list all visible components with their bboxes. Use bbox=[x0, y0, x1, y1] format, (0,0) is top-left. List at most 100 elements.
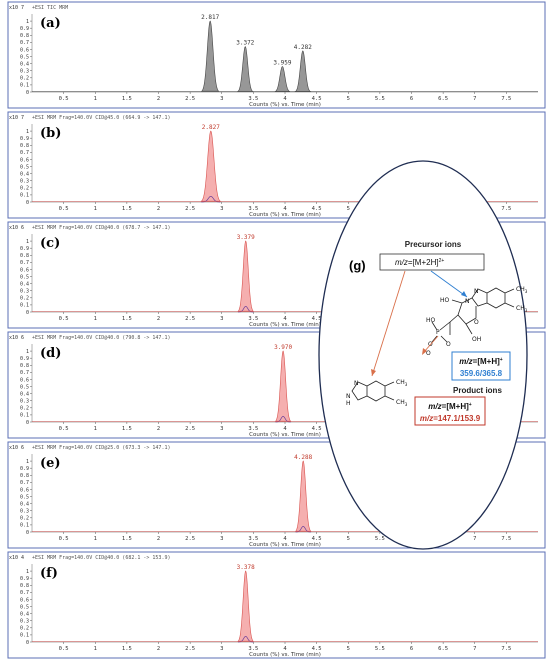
x-tick-label: 6.5 bbox=[438, 646, 448, 652]
prod-ch3-b: CH3 bbox=[396, 399, 408, 407]
peak bbox=[200, 130, 222, 202]
phosphate-bonds bbox=[431, 321, 451, 343]
x-tick-label: 5 bbox=[347, 536, 350, 542]
peak-label: 3.959 bbox=[273, 59, 291, 66]
x-tick-label: 3 bbox=[220, 206, 223, 212]
y-tick-label: 0.7 bbox=[20, 480, 29, 486]
y-exponent: x10 6 bbox=[9, 225, 24, 231]
y-tick-label: 1 bbox=[26, 349, 29, 355]
panel-header: +ESI MRM Frag=140.0V CID@40.0 (678.7 -> … bbox=[32, 225, 170, 231]
x-tick-label: 1.5 bbox=[122, 536, 132, 542]
orange-arrow-b bbox=[423, 335, 439, 353]
x-tick-label: 1 bbox=[94, 426, 97, 432]
y-tick-label: 0.9 bbox=[20, 26, 29, 32]
panel-label: (c) bbox=[40, 236, 60, 251]
y-tick-label: 0.9 bbox=[20, 576, 29, 582]
mol-ho-a: HO bbox=[440, 297, 450, 304]
y-tick-label: 0.3 bbox=[20, 289, 29, 295]
y-exponent: x10 6 bbox=[9, 445, 24, 451]
x-tick-label: 4.5 bbox=[312, 536, 322, 542]
mol-o-b: O bbox=[446, 341, 451, 348]
x-tick-label: 4 bbox=[283, 206, 287, 212]
y-tick-label: 0.4 bbox=[20, 171, 29, 177]
panel-header: +ESI MRM Frag=140.0V CID@40.0 (790.8 -> … bbox=[32, 335, 170, 341]
panel-header: +ESI MRM Frag=140.0V CID@40.0 (682.1 -> … bbox=[32, 555, 170, 561]
x-tick-label: 1 bbox=[94, 646, 97, 652]
y-tick-label: 0.1 bbox=[20, 83, 29, 89]
y-tick-label: 0.9 bbox=[20, 246, 29, 252]
x-tick-label: 4 bbox=[283, 96, 287, 102]
x-axis-title: Counts (%) vs. Time (min) bbox=[249, 322, 321, 328]
y-tick-label: 0 bbox=[26, 420, 29, 426]
x-tick-label: 3 bbox=[220, 96, 223, 102]
x-tick-label: 5 bbox=[347, 646, 350, 652]
x-tick-label: 4 bbox=[283, 646, 287, 652]
x-tick-label: 2.5 bbox=[185, 206, 195, 212]
x-axis-title: Counts (%) vs. Time (min) bbox=[249, 542, 321, 548]
y-tick-label: 0 bbox=[26, 90, 29, 96]
prod-nh: N bbox=[346, 393, 351, 400]
panel-frame bbox=[7, 551, 546, 659]
y-tick-label: 0.7 bbox=[20, 370, 29, 376]
x-tick-label: 3.5 bbox=[248, 646, 258, 652]
mol-p: P bbox=[436, 329, 440, 336]
panel-label: (a) bbox=[40, 16, 61, 31]
panel-label: (f) bbox=[40, 566, 58, 581]
panel-label-g: (g) bbox=[349, 258, 366, 273]
x-tick-label: 7 bbox=[473, 536, 476, 542]
x-tick-label: 2 bbox=[157, 96, 160, 102]
x-tick-label: 4.5 bbox=[312, 646, 322, 652]
peak bbox=[294, 50, 312, 92]
y-tick-label: 0.8 bbox=[20, 363, 29, 369]
y-tick-label: 0.5 bbox=[20, 164, 29, 170]
y-tick-label: 0.8 bbox=[20, 583, 29, 589]
x-tick-label: 1 bbox=[94, 316, 97, 322]
y-tick-label: 0 bbox=[26, 310, 29, 316]
mol-n-b: N bbox=[465, 298, 470, 305]
x-tick-label: 4.5 bbox=[312, 206, 322, 212]
x-tick-label: 7 bbox=[473, 646, 476, 652]
x-tick-label: 0.5 bbox=[59, 646, 69, 652]
mol-o-ring: O bbox=[474, 319, 479, 326]
y-tick-label: 0.6 bbox=[20, 267, 29, 273]
x-tick-label: 6.5 bbox=[438, 96, 448, 102]
x-tick-label: 6 bbox=[410, 96, 413, 102]
x-tick-label: 2 bbox=[157, 646, 160, 652]
x-tick-label: 4 bbox=[283, 536, 287, 542]
y-tick-label: 0.4 bbox=[20, 611, 29, 617]
peak bbox=[236, 46, 254, 92]
y-tick-label: 1 bbox=[26, 19, 29, 25]
product-values: m/z=147.1/153.9 bbox=[420, 414, 481, 423]
y-tick-label: 0.5 bbox=[20, 54, 29, 60]
y-tick-label: 0.2 bbox=[20, 626, 29, 632]
x-tick-label: 7.5 bbox=[501, 96, 511, 102]
x-tick-label: 2 bbox=[157, 316, 160, 322]
y-tick-label: 0.5 bbox=[20, 274, 29, 280]
product-title: Product ions bbox=[453, 386, 502, 395]
y-exponent: x10 7 bbox=[9, 115, 24, 121]
x-axis-title: Counts (%) vs. Time (min) bbox=[249, 652, 321, 658]
mh-box bbox=[451, 351, 511, 381]
y-tick-label: 0.2 bbox=[20, 516, 29, 522]
blue-arrow bbox=[430, 270, 468, 298]
x-tick-label: 5.5 bbox=[375, 536, 385, 542]
y-tick-label: 0.4 bbox=[20, 61, 29, 67]
panel-header: +ESI MRM Frag=140.0V CID@45.0 (664.9 -> … bbox=[32, 115, 170, 121]
panel-label: (d) bbox=[40, 346, 61, 361]
orange-arrowhead-a bbox=[371, 369, 376, 376]
peak-label: 4.288 bbox=[294, 454, 312, 461]
y-tick-label: 0.3 bbox=[20, 69, 29, 75]
x-tick-label: 2.5 bbox=[185, 426, 195, 432]
y-tick-label: 0.8 bbox=[20, 33, 29, 39]
mh-values: 359.6/365.8 bbox=[460, 369, 503, 378]
y-tick-label: 0.9 bbox=[20, 136, 29, 142]
x-tick-label: 1.5 bbox=[122, 646, 132, 652]
y-tick-label: 0.6 bbox=[20, 487, 29, 493]
x-tick-label: 5 bbox=[347, 206, 350, 212]
panel-header: +ESI MRM Frag=140.0V CID@25.0 (673.3 -> … bbox=[32, 445, 170, 451]
prod-ch3-a: CH3 bbox=[396, 379, 408, 387]
x-tick-label: 5.5 bbox=[375, 96, 385, 102]
x-tick-label: 7 bbox=[473, 96, 476, 102]
peak-label: 3.970 bbox=[274, 344, 292, 351]
x-tick-label: 2.5 bbox=[185, 316, 195, 322]
